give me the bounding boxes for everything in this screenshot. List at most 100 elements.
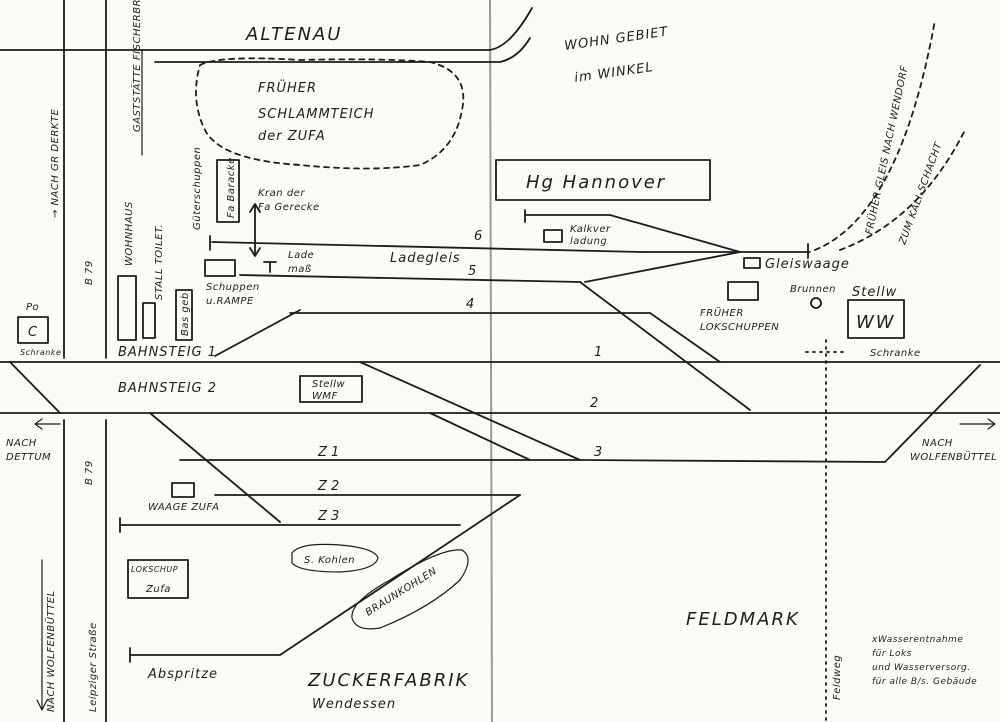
label-nach-wolfenbuettel-r1: NACH <box>922 438 953 449</box>
former-track-wendorf <box>814 19 936 251</box>
former-track-kalischacht <box>839 129 966 251</box>
label-kran-2: Fa Gerecke <box>258 202 320 213</box>
label-gleiswaage: Gleiswaage <box>765 257 850 272</box>
gleiswaage-marker <box>743 257 761 269</box>
schlammteich-outline <box>195 57 465 170</box>
crane-marker <box>249 203 277 273</box>
label-feldweg: Feldweg <box>832 655 843 700</box>
label-lokschuppen-zufa-2: Zufa <box>145 584 171 595</box>
siding-tracks <box>209 209 811 461</box>
track-number-6: 6 <box>474 229 482 244</box>
label-lokschuppen-zufa-1: LOKSCHUP <box>131 565 178 574</box>
label-wasser-1: xWasserentnahme <box>871 635 963 645</box>
label-nach-dettum-2: DETTUM <box>6 452 51 463</box>
label-frueher-lokschuppen-2: LOKSCHUPPEN <box>700 322 779 333</box>
post-box <box>17 316 49 344</box>
arrow-nach-wolfenbuettel-left <box>36 559 48 711</box>
label-wasser-2: für Loks <box>872 649 912 659</box>
label-abspritze: Abspritze <box>147 667 218 682</box>
label-schuppen-2: u.RAMPE <box>206 296 254 307</box>
track-number-2: 2 <box>590 396 598 411</box>
label-gueterschuppen: Güterschuppen <box>192 147 203 230</box>
label-fa-baracke: Fa Baracke <box>226 157 237 218</box>
label-wohngebiet-2: im WINKEL <box>573 60 654 86</box>
label-feldmark: FELDMARK <box>686 609 800 630</box>
label-stellw-ww-2: WW <box>856 312 896 333</box>
label-lademass-2: maß <box>288 264 312 275</box>
label-bahnsteig-2: BAHNSTEIG 2 <box>118 381 217 396</box>
schuppen-rampe-building <box>204 259 236 277</box>
lokschuppen-zufa-building <box>127 559 189 599</box>
label-nach-derkte: → NACH GR DERKTE <box>50 108 61 218</box>
label-ladegleis: Ladegleis <box>390 251 461 266</box>
label-zuckerfabrik-2: Wendessen <box>312 697 396 712</box>
label-schranke-left: Schranke <box>20 348 61 357</box>
label-b79-bottom: B 79 <box>84 460 95 485</box>
label-kalkverladung-1: Kalkver <box>570 224 611 235</box>
label-post-2: C <box>28 325 38 340</box>
hg-hannover-building <box>495 159 711 201</box>
label-schlammteich-2: SCHLAMMTEICH <box>258 107 375 122</box>
label-stellw-ww-1: Stellw <box>852 285 897 300</box>
label-wohngebiet-1: WOHN GEBIET <box>563 24 669 53</box>
label-s-kohlen: S. Kohlen <box>304 555 355 566</box>
track-number-5: 5 <box>468 264 476 279</box>
paper-fold <box>489 0 493 722</box>
basgeb-building <box>175 289 193 341</box>
label-stellw-wmf-2: WMF <box>312 391 338 402</box>
label-leipziger-strasse: Leipziger Straße <box>88 622 99 712</box>
label-stall-toilet: STALL TOILET. <box>154 224 165 300</box>
track-number-4: 4 <box>466 297 474 312</box>
label-zum-kalischacht: ZUM KALI-SCHACHT <box>897 141 945 247</box>
stall-toilet-building <box>142 302 156 339</box>
label-stellw-wmf-1: Stellw <box>312 379 345 390</box>
s-kohlen-outline <box>291 543 379 573</box>
label-wohnhaus: WOHNHAUS <box>124 201 135 266</box>
track-number-1: 1 <box>594 345 602 360</box>
label-nach-wolfenbuettel-r2: WOLFENBÜTTEL <box>910 450 997 463</box>
label-wasser-3: und Wasserversorg. <box>872 663 971 673</box>
label-nach-wolfenbuettel-left: NACH WOLFENBÜTTEL <box>44 590 57 712</box>
track-number-z1: Z 1 <box>317 445 339 460</box>
arrow-nach-dettum <box>34 418 61 430</box>
stellwerk-ww-building <box>847 299 905 339</box>
stellwerk-wmf-building <box>299 375 363 403</box>
label-basgeb: Bas geb <box>180 292 191 336</box>
label-b79-top: B 79 <box>84 260 95 285</box>
label-altenau: ALTENAU <box>245 24 342 45</box>
label-post-1: Po <box>26 302 39 313</box>
label-frueher-gleis: FRÜHER GLEIS NACH WENDORF <box>862 64 911 235</box>
track-number-z2: Z 2 <box>317 479 339 494</box>
label-brunnen: Brunnen <box>790 284 836 295</box>
label-wasser-4: für alle B/s. Gebäude <box>872 677 977 687</box>
label-bahnsteig-1: BAHNSTEIG 1 <box>118 345 217 360</box>
label-frueher-lokschuppen-1: FRÜHER <box>700 306 744 319</box>
lokschuppen-former-building <box>727 281 759 301</box>
brunnen-marker <box>810 297 822 309</box>
label-schuppen-1: Schuppen <box>206 282 260 293</box>
label-lademass-1: Lade <box>288 250 314 261</box>
altenau-road <box>0 7 533 63</box>
b79-road <box>63 0 143 722</box>
fa-baracke-building <box>216 159 240 223</box>
waage-zufa-marker <box>171 482 195 498</box>
label-kalkverladung-2: ladung <box>570 236 607 247</box>
braunkohlen-outline <box>351 549 469 630</box>
label-schlammteich-1: FRÜHER <box>258 79 317 96</box>
wohnhaus-building <box>117 275 137 341</box>
label-gaststaette: GASTSTÄTTE FISCHERBRÜNE <box>130 0 143 132</box>
label-schranke-right: Schranke <box>870 348 921 359</box>
kalkverladung-marker <box>543 229 563 243</box>
label-waage-zufa: WAAGE ZUFA <box>148 502 220 513</box>
track-number-3: 3 <box>594 445 602 460</box>
main-tracks <box>0 361 1000 463</box>
arrow-nach-wolfenbuettel-right <box>959 418 996 430</box>
label-nach-dettum-1: NACH <box>6 438 37 449</box>
label-schlammteich-3: der ZUFA <box>258 129 326 144</box>
label-hg-hannover: Hg Hannover <box>526 172 666 193</box>
zufa-tracks <box>119 412 531 663</box>
track-number-z3: Z 3 <box>317 509 339 524</box>
label-kran-1: Kran der <box>258 188 305 199</box>
